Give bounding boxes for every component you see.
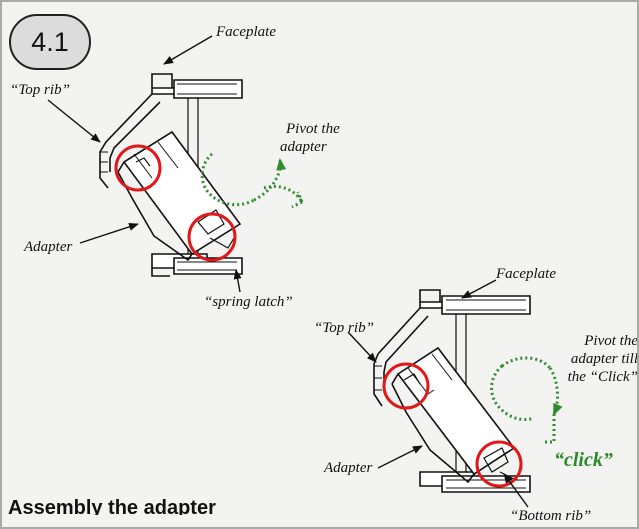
lower-leader-lines [347,279,529,508]
upper-pivot-label: Pivot the adapter [280,120,340,156]
upper-adapter-label: Adapter [24,239,73,255]
spring-latch-label: “spring latch” [204,294,293,310]
lower-pivot-label-line3: the “Click” [567,369,638,385]
upper-pivot-label-line2: adapter [280,139,327,155]
lower-adapter-body [391,346,523,484]
upper-leader-lines [47,35,242,293]
click-label: “click” [554,449,613,471]
upper-pivot-arrow [200,152,304,209]
upper-highlight-circles [114,144,237,262]
lower-top-rib-highlight [382,362,430,410]
upper-pivot-label-line1: Pivot the [286,121,340,137]
upper-faceplate-label: Faceplate [216,24,276,40]
upper-top-rib-label: “Top rib” [10,82,70,98]
section-caption: Assembly the adapter [8,497,216,515]
lower-adapter-label: Adapter [324,460,373,476]
lower-pivot-label-line1: Pivot the [584,333,638,349]
spring-latch-highlight [187,212,237,262]
step-number-badge: 4.1 [9,14,91,70]
bottom-rib-highlight [475,440,523,488]
upper-adapter-body [117,130,242,262]
lower-pivot-arrow [490,356,563,444]
top-rib-highlight [114,144,162,192]
lower-top-rib-label: “Top rib” [314,320,374,336]
lower-pivot-label-line2: adapter till [570,351,638,367]
lower-faceplate-label: Faceplate [496,266,556,282]
lower-highlight-circles [382,362,523,488]
bottom-rib-label: “Bottom rib” [510,508,592,524]
lower-pivot-label: Pivot the adapter till the “Click” [558,332,638,386]
